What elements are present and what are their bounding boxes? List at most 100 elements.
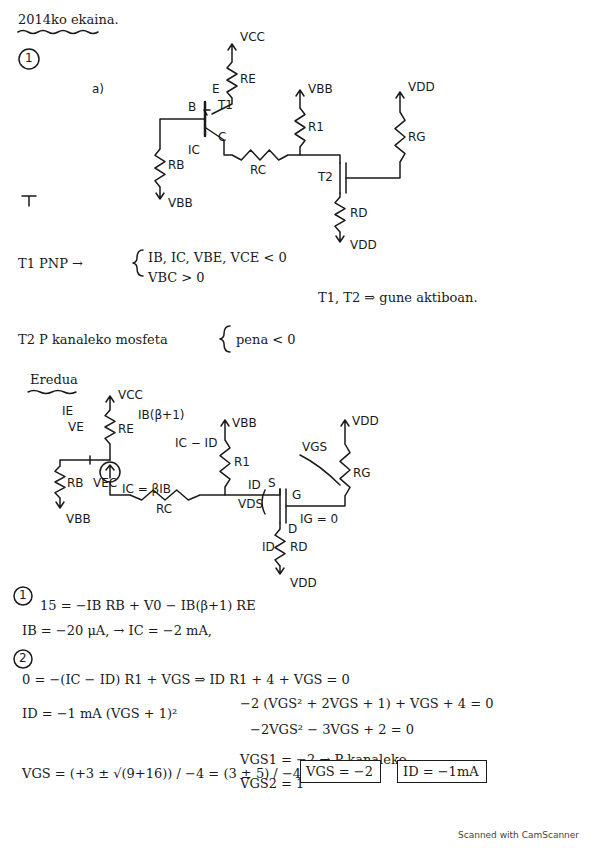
label-text: VCC <box>240 30 265 44</box>
result-box: ID = −1mA <box>397 760 487 783</box>
label-text: T1 PNP → <box>18 256 83 272</box>
resistor-symbol <box>275 529 285 566</box>
resistor-symbol <box>395 112 405 162</box>
label-text: S <box>268 476 276 490</box>
page-title: 2014ko ekaina. <box>18 12 119 27</box>
label-text: ID = −1 mA (VGS + 1)² <box>22 706 177 722</box>
title-underline <box>18 31 98 34</box>
supply-arrow <box>228 44 236 62</box>
brace <box>133 250 143 276</box>
label-text: R1 <box>308 120 324 134</box>
label-text: T2 <box>318 170 333 184</box>
label-text: IG = 0 <box>300 512 338 526</box>
label-text: ID <box>248 478 261 492</box>
label-text: VDD <box>350 238 377 252</box>
label-text: IC <box>188 143 200 157</box>
label-text: 1 <box>19 588 27 602</box>
callout-circle <box>14 587 32 605</box>
label-text: VDD <box>408 80 435 94</box>
label-text: E <box>212 82 220 96</box>
gate-wire <box>346 92 404 178</box>
label-text: RB <box>67 476 84 490</box>
label-text: VDD <box>352 414 379 428</box>
label-text: pena < 0 <box>236 332 296 348</box>
label-text: T1 <box>218 98 233 112</box>
callout-circle <box>19 49 39 69</box>
label-text: 2 <box>19 651 27 665</box>
resistor-symbol <box>232 150 288 160</box>
supply-arrow <box>106 396 114 410</box>
result-text: VGS = −2 <box>306 764 375 779</box>
label-text: −2 (VGS² + 2VGS + 1) + VGS + 4 = 0 <box>240 696 494 712</box>
label-text: VBB <box>168 196 193 210</box>
label-text: VGS2 = 1 <box>240 776 304 792</box>
label-text: −2VGS² − 3VGS + 2 = 0 <box>250 722 414 738</box>
mosfet-channel <box>280 489 286 523</box>
resistor-symbol <box>55 466 65 498</box>
label-text: Scanned with CamScanner <box>458 830 579 841</box>
label-text: RC <box>250 163 266 177</box>
label-text: VBB <box>308 82 333 96</box>
label-text: RD <box>350 206 368 220</box>
wire <box>109 444 111 460</box>
label-text: IE <box>62 404 73 418</box>
label-text: G <box>292 488 301 502</box>
label-text: R1 <box>234 455 250 469</box>
resistor-symbol <box>340 444 350 496</box>
label-text: VBB <box>66 512 91 526</box>
label-text: IB, IC, VBE, VCE < 0 <box>148 250 287 266</box>
collector-wire <box>206 128 232 155</box>
drain-wire <box>336 193 344 242</box>
label-text: 0 = −(IC − ID) R1 + VGS ⇒ ID R1 + 4 + VG… <box>22 672 350 688</box>
label-text: VDD <box>290 576 317 590</box>
label-text: VE <box>68 420 84 434</box>
label-text: D <box>288 522 297 536</box>
emitter-lead <box>212 98 232 114</box>
label-text: C <box>218 130 226 144</box>
result-box: VGS = −2 <box>300 760 381 783</box>
resistor-symbol <box>155 149 165 187</box>
label-text: RB <box>168 158 185 172</box>
label-text: IB(β+1) <box>138 408 184 422</box>
gate-wire <box>286 420 349 506</box>
supply-arrow <box>156 187 164 199</box>
label-text: RG <box>353 466 371 480</box>
label-text: VBC > 0 <box>148 270 205 286</box>
label-text: IB = −20 μA, → IC = −2 mA, <box>22 623 212 639</box>
label-text: ID <box>262 540 275 554</box>
label-text: VDS <box>238 497 263 511</box>
label-text: RE <box>118 422 134 436</box>
callout-circle <box>14 650 32 668</box>
label-text: RD <box>290 540 308 554</box>
voltage-arc <box>300 455 340 485</box>
ground-symbol <box>22 196 36 206</box>
label-text: IC − ID <box>175 436 217 450</box>
label-text: VEC <box>93 476 117 490</box>
label-text: 15 = −IB RB + V0 − IB(β+1) RE <box>40 598 256 614</box>
label-text: T1, T2 ⇒ gune aktiboan. <box>318 290 478 306</box>
label-text: RG <box>408 130 426 144</box>
brace <box>220 326 230 352</box>
wire <box>288 155 340 163</box>
result-text: ID = −1mA <box>403 764 481 779</box>
drain-wire <box>276 523 284 574</box>
label-text: RC <box>156 502 172 516</box>
resistor-symbol <box>335 197 345 232</box>
label-text: RE <box>240 72 256 86</box>
mosfet-channel <box>340 163 346 193</box>
label-text: T2 P kanaleko mosfeta <box>18 332 168 348</box>
label-text: 1 <box>25 51 33 65</box>
label-text: IC = βIB <box>122 482 171 496</box>
resistor-symbol <box>105 410 115 444</box>
resistor-symbol <box>295 108 305 147</box>
label-text: Eredua <box>30 372 78 388</box>
label-text: a) <box>92 82 104 96</box>
label-text: B <box>188 100 196 114</box>
wire <box>221 420 229 495</box>
label-text: VCC <box>118 388 143 402</box>
wire <box>296 90 304 155</box>
base-wire <box>56 460 90 508</box>
heading-underline <box>28 391 76 394</box>
label-text: VGS <box>302 440 327 454</box>
resistor-symbol <box>220 440 230 487</box>
